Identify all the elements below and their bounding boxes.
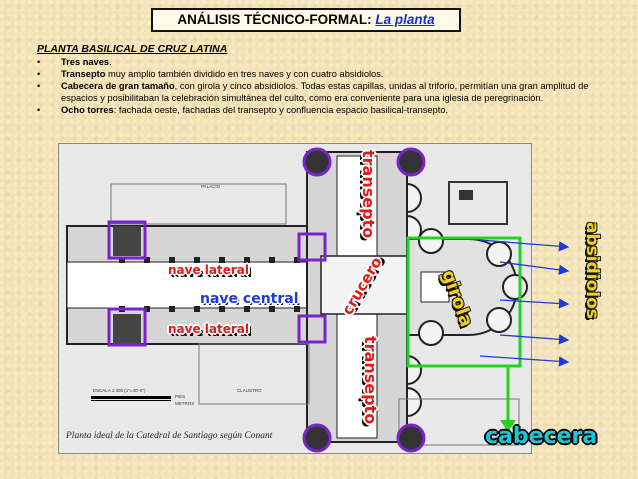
- label-transepto-bottom: transepto: [361, 336, 380, 425]
- pies-tag: PIES: [175, 394, 186, 399]
- feature-list: Tres naves. Transepto muy amplio también…: [37, 57, 597, 117]
- slide-title: ANÁLISIS TÉCNICO-FORMAL: La planta: [151, 8, 461, 32]
- auxiliary-plan-mark: [459, 190, 473, 200]
- scale-tag: ESCALA 1:400 (1"=40'-0"): [93, 388, 146, 393]
- title-main: ANÁLISIS TÉCNICO-FORMAL:: [177, 12, 372, 27]
- crossing: [320, 255, 408, 315]
- list-item-text: : fachada oeste, fachadas del transepto …: [113, 104, 449, 115]
- list-item: Cabecera de gran tamaño, con girola y ci…: [37, 81, 597, 103]
- metros-tag: METROS: [175, 401, 195, 406]
- title-emphasis: La planta: [375, 12, 435, 27]
- list-item-strong: Cabecera de gran tamaño: [61, 81, 175, 92]
- transept-tower-circles: [302, 147, 426, 453]
- list-item-strong: Transepto: [61, 69, 106, 80]
- altar-area: [420, 271, 450, 303]
- list-item: Transepto muy amplio también dividido en…: [37, 69, 597, 80]
- list-item-text: , con girola y cinco absidiolos. Todas e…: [61, 81, 589, 103]
- list-item-strong: Ocho torres: [61, 104, 114, 115]
- central-nave-floor: [66, 261, 318, 309]
- claustro-tag: CLAUSTRO: [237, 388, 262, 393]
- list-item-text: muy amplio también dividido en tres nave…: [105, 69, 384, 80]
- palacio-tag: PALACIO: [201, 184, 221, 189]
- palacio-outline: [110, 183, 287, 225]
- list-item-text: .: [109, 57, 112, 67]
- floor-plan-drawing: [66, 147, 528, 453]
- tower-highlights: [107, 220, 327, 347]
- canonica-outline: [398, 398, 520, 446]
- auxiliary-plan: [448, 181, 508, 225]
- list-item: Ocho torres: fachada oeste, fachadas del…: [37, 105, 597, 116]
- claustro-outline: [198, 343, 310, 405]
- list-item: Tres naves.: [37, 57, 597, 68]
- scale-bar: [91, 396, 171, 401]
- canonica-tag: CANÓNICA: [489, 436, 513, 441]
- label-nave-central: nave central: [200, 291, 299, 307]
- label-nave-lateral-bottom: nave lateral: [168, 322, 249, 336]
- label-nave-lateral-top: nave lateral: [168, 263, 249, 277]
- section-heading: PLANTA BASILICAL DE CRUZ LATINA: [37, 43, 228, 55]
- label-absidiolos: absidiolos: [582, 222, 602, 319]
- west-towers: [113, 226, 141, 344]
- list-item-strong: Tres naves: [61, 57, 110, 67]
- label-cabecera: cabecera: [485, 424, 598, 449]
- plan-caption: Planta ideal de la Catedral de Santiago …: [66, 431, 273, 441]
- label-transepto-top: transepto: [359, 150, 378, 239]
- cathedral-floor-plan: PALACIO CLAUSTRO CANÓNICA ESCALA 1:400 (…: [58, 143, 532, 454]
